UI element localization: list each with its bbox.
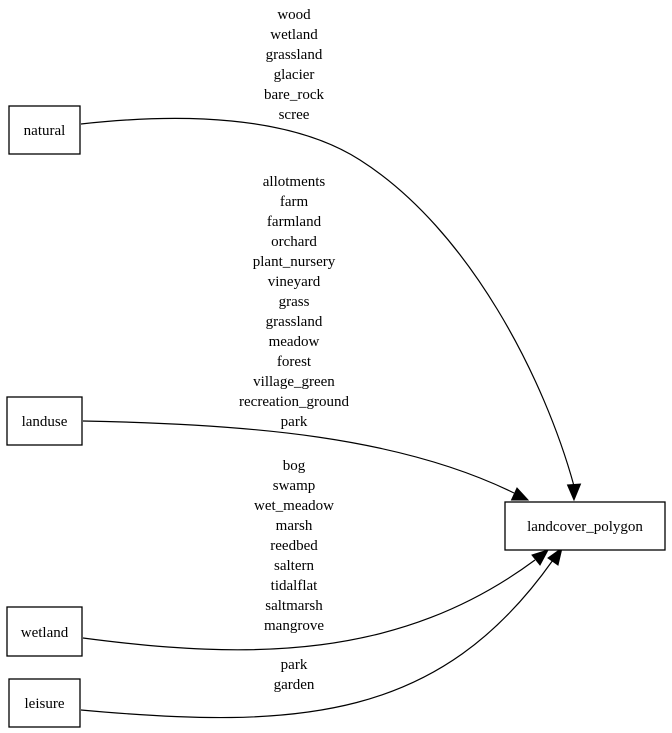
arrowhead-landuse [510, 487, 530, 501]
arrowhead-wetland [531, 549, 550, 566]
edge-label-line: park [281, 414, 308, 430]
edge-natural [80, 117, 582, 502]
arrowhead-natural [566, 483, 582, 502]
edge-wetland [82, 549, 550, 651]
edge-line-leisure [80, 559, 554, 719]
edge-label-line: park [281, 657, 308, 673]
edge-label-line: village_green [253, 374, 335, 390]
edge-label-leisure: park garden [274, 657, 315, 693]
edge-label-line: mangrove [264, 618, 324, 634]
edge-label-line: allotments [263, 174, 326, 190]
node-leisure: leisure [8, 678, 81, 728]
edge-line-natural [80, 117, 575, 487]
edge-label-line: vineyard [268, 274, 321, 290]
node-landuse: landuse [6, 396, 83, 446]
edge-line-wetland [82, 559, 536, 651]
node-natural: natural [8, 105, 81, 155]
arrowhead-leisure [547, 546, 563, 566]
edge-label-line: garden [274, 677, 315, 693]
edge-leisure [80, 546, 563, 719]
edge-label-line: farm [280, 194, 309, 210]
edge-label-line: swamp [273, 478, 316, 494]
edge-label-natural: wood wetland grassland glacier bare_rock… [264, 7, 324, 123]
edge-label-wetland: bog swamp wet_meadow marsh reedbed salte… [254, 458, 334, 634]
edge-label-line: bare_rock [264, 87, 324, 103]
edge-label-line: meadow [269, 334, 320, 350]
edge-label-line: glacier [274, 67, 315, 83]
edge-label-landuse: allotments farm farmland orchard plant_n… [239, 174, 349, 430]
edge-label-line: farmland [267, 214, 322, 230]
edge-label-line: grassland [266, 314, 323, 330]
edge-label-line: wet_meadow [254, 498, 334, 514]
edge-label-line: plant_nursery [253, 254, 336, 270]
node-label-natural: natural [24, 123, 66, 139]
edge-label-line: orchard [271, 234, 317, 250]
edge-label-line: grass [279, 294, 310, 310]
edge-label-line: marsh [276, 518, 313, 534]
edge-label-line: forest [277, 354, 312, 370]
edge-label-line: saltern [274, 558, 314, 574]
edge-landuse [82, 420, 530, 501]
edge-label-line: recreation_ground [239, 394, 349, 410]
node-label-landuse: landuse [22, 414, 68, 430]
node-label-wetland: wetland [21, 625, 69, 641]
edge-label-line: wetland [270, 27, 318, 43]
node-label-landcover-polygon: landcover_polygon [527, 519, 643, 535]
edge-label-line: reedbed [270, 538, 318, 554]
edge-label-line: wood [277, 7, 311, 23]
edge-line-landuse [82, 420, 515, 494]
node-wetland: wetland [6, 606, 83, 657]
node-label-leisure: leisure [25, 696, 65, 712]
edge-label-line: bog [283, 458, 306, 474]
edge-label-line: saltmarsh [265, 598, 323, 614]
edge-label-line: grassland [266, 47, 323, 63]
edge-label-line: scree [279, 107, 310, 123]
node-landcover-polygon: landcover_polygon [504, 501, 666, 551]
edge-label-line: tidalflat [271, 578, 318, 594]
